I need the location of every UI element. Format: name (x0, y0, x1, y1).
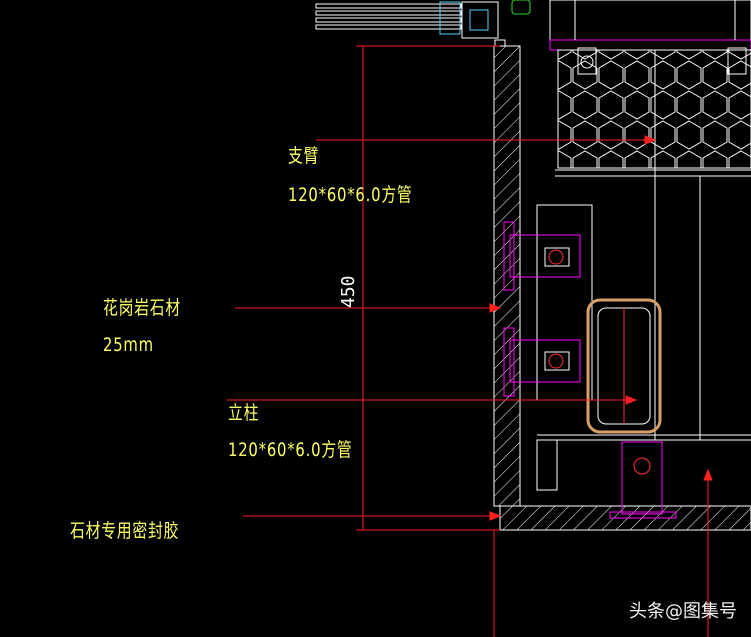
sealant-label: 石材专用密封胶 (70, 520, 180, 542)
lower-bracket (503, 327, 581, 397)
height-dimension: 450 (338, 275, 359, 308)
bottom-bracket (536, 434, 751, 519)
granite-label: 花岗岩石材 (103, 297, 182, 319)
column-label: 立柱 (228, 402, 260, 424)
window-frame (315, 0, 531, 47)
column-spec: 120*60*6.0方管 (228, 439, 353, 461)
upper-bracket (503, 221, 581, 291)
granite-thickness: 25mm (103, 334, 154, 356)
steel-column (586, 298, 662, 434)
honeycomb-panel (549, 0, 751, 177)
support-arm-spec: 120*60*6.0方管 (288, 184, 413, 206)
support-arm-label: 支臂 (288, 145, 320, 167)
annotation-lines (227, 45, 713, 637)
watermark: 头条@图集号 (629, 601, 737, 622)
